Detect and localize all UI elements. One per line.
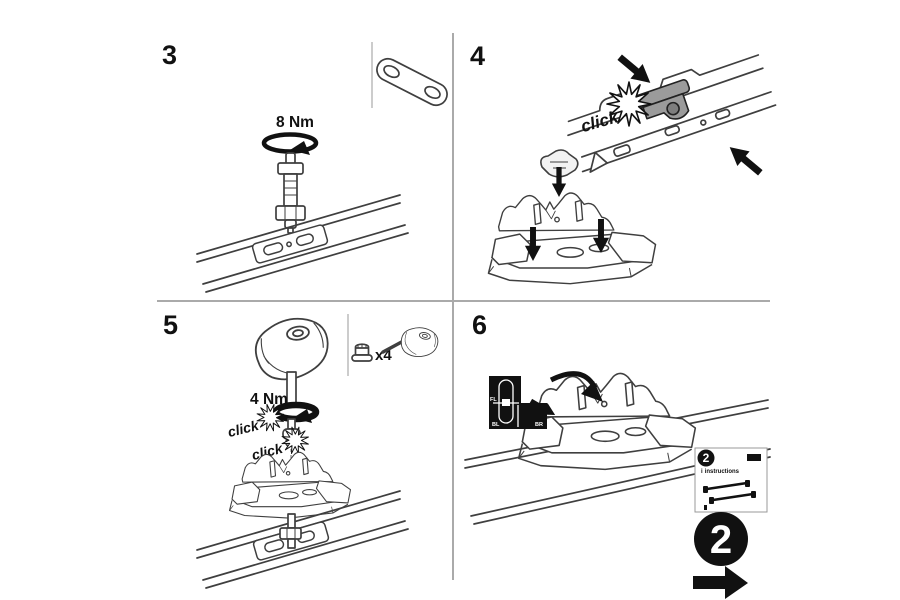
step-4-panel: 4 click — [470, 41, 777, 285]
torque-label: 4 Nm — [250, 391, 288, 408]
press-arrow-icon — [723, 139, 767, 181]
click-burst-1: click — [226, 400, 288, 440]
roof-channel — [567, 54, 777, 173]
step-3-panel: 3 8 Nm — [162, 40, 448, 293]
mounting-plate-icon — [376, 57, 448, 107]
step-number: 5 — [163, 310, 178, 340]
saddle-bracket — [497, 192, 615, 232]
foot-pad-base — [487, 231, 657, 285]
step-number: 6 — [472, 310, 487, 340]
step-5-panel: 5 x4 4 Nm click — [163, 310, 441, 589]
sheet-number-badge: 2 — [694, 512, 748, 566]
foot-assembly — [230, 452, 351, 518]
card-step-badge: 2 — [703, 451, 710, 465]
click-label: click — [250, 440, 285, 463]
roof-rail — [196, 194, 409, 293]
step-number: 3 — [162, 40, 177, 70]
panel-divider-horizontal — [157, 300, 770, 302]
position-bottom-left-label: BL — [492, 422, 500, 428]
threaded-stud-icon — [275, 152, 306, 234]
info-icon: i — [701, 469, 703, 475]
click-label: click — [226, 417, 261, 440]
knob-tool-inset-icon — [381, 323, 441, 361]
brand-logo-block — [747, 454, 761, 461]
panel-divider-vertical — [452, 33, 454, 580]
rotation-arrow-icon — [261, 132, 319, 155]
position-front-left-label: FL — [490, 397, 497, 403]
sheet-badge-label: 2 — [710, 518, 732, 562]
position-indicator-icon: FL BL BR — [489, 376, 547, 429]
press-arrow-icon — [613, 49, 657, 91]
tool-shaft — [286, 371, 297, 407]
click-burst-2: click — [250, 423, 313, 463]
stud-bolt-icon — [279, 513, 302, 549]
click-label: click — [579, 107, 622, 136]
curved-arrow-icon — [549, 371, 603, 402]
position-bottom-right-label: BR — [535, 422, 543, 428]
step-number: 4 — [470, 41, 485, 71]
load-bars-icon — [703, 480, 756, 510]
next-page-arrow-icon — [693, 566, 748, 599]
torque-label: 8 Nm — [276, 114, 314, 131]
nut-icon — [351, 343, 373, 362]
